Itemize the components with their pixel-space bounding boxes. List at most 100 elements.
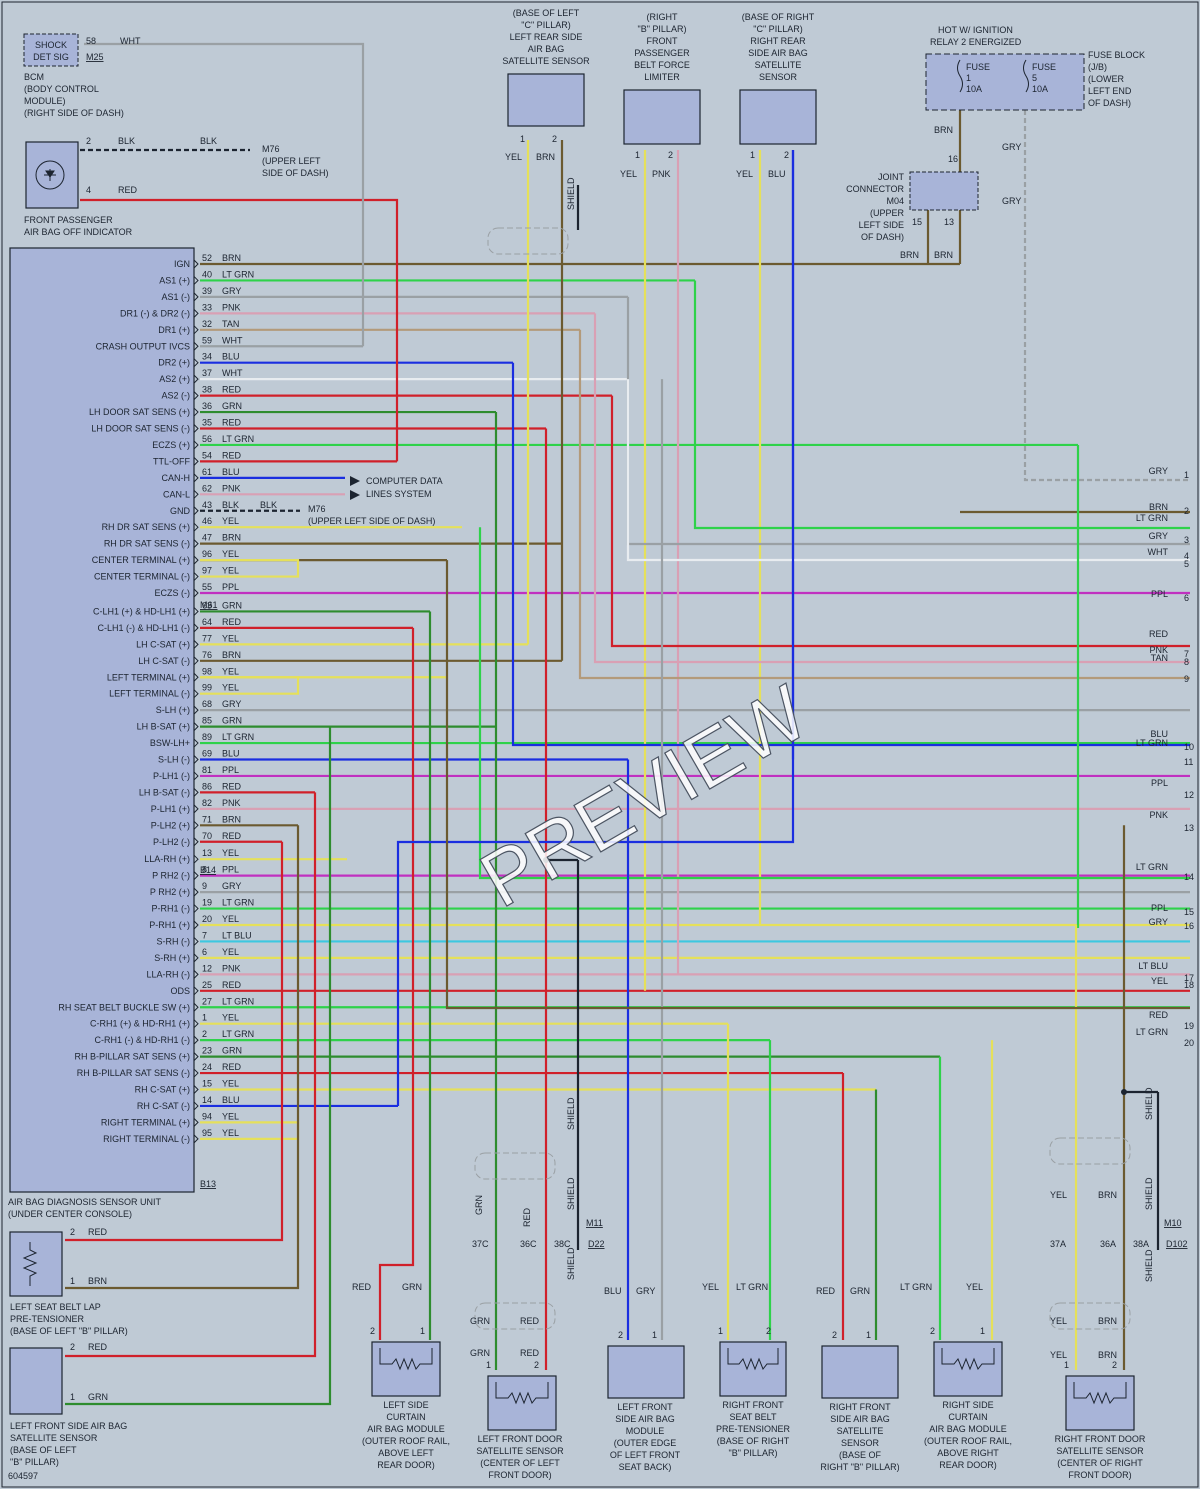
wire-color-label: YEL — [966, 1282, 983, 1292]
unit-pin-number: 43 — [202, 500, 212, 510]
component-title: (BASE OF LEFT "B" PILLAR) — [10, 1326, 128, 1336]
component-title: LEFT SEAT BELT LAP — [10, 1302, 101, 1312]
unit-wire-color: YEL — [222, 633, 239, 643]
m76-label: (UPPER LEFT — [262, 156, 321, 166]
connector-pin-icon — [193, 639, 199, 649]
unit-wire-color: YEL — [222, 516, 239, 526]
unit-pin-number: 98 — [202, 666, 212, 676]
component-title: SATELLITE SENSOR — [1056, 1446, 1144, 1456]
offpage-wire-label: GRY — [1149, 917, 1168, 927]
unit-pin-number: 86 — [202, 781, 212, 791]
unit-pin-name: C-RH1 (+) & HD-RH1 (+) — [90, 1019, 190, 1029]
pin-label: 1 — [520, 134, 525, 144]
connector-pin-icon — [193, 424, 199, 433]
connector-pin-icon — [193, 506, 199, 516]
offpage-number: 13 — [1184, 823, 1194, 833]
right-rear-sensor-title: SENSOR — [759, 72, 798, 82]
wire-color-label: RED — [522, 1207, 532, 1227]
unit-wire-color: GRN — [222, 401, 242, 411]
unit-pin-name: RH B-PILLAR SAT SENS (-) — [77, 1068, 190, 1078]
unit-wire-color: LT BLU — [222, 930, 252, 940]
offpage-wire-label: PPL — [1151, 778, 1168, 788]
unit-pin-number: 61 — [202, 467, 212, 477]
unit-pin-number: 94 — [202, 1111, 212, 1121]
connector-pin-icon — [193, 986, 199, 996]
wire-color-label: YEL — [505, 152, 522, 162]
component-title: FRONT DOOR) — [488, 1470, 551, 1480]
connector-pin-icon — [193, 920, 199, 930]
right-rear-side-sensor-box — [739, 89, 817, 145]
component-title: OF LEFT FRONT — [610, 1450, 681, 1460]
component-title: SATELLITE SENSOR — [10, 1433, 98, 1443]
wire-color-label: BRN — [934, 250, 953, 260]
bottom-component-box — [933, 1341, 1003, 1397]
wire — [610, 395, 1190, 648]
diode-icon — [44, 169, 56, 181]
component-title: REAR DOOR) — [939, 1460, 997, 1470]
offpage-wire-label: RED — [1149, 1010, 1169, 1020]
unit-wire-color: LT GRN — [222, 434, 254, 444]
offpage-number: 15 — [1184, 907, 1194, 917]
joint-label: JOINT — [878, 172, 905, 182]
offpage-wire-label: GRY — [1149, 531, 1168, 541]
unit-pin-number: 19 — [202, 898, 212, 908]
offpage-wire-label: YEL — [1151, 976, 1168, 986]
wire-color-label: BRN — [934, 125, 953, 135]
connector-id: D102 — [1166, 1239, 1188, 1249]
unit-pin-number: 14 — [202, 1095, 212, 1105]
unit-pin-name: C-LH1 (-) & HD-LH1 (-) — [97, 623, 190, 633]
unit-pin-number: 99 — [202, 683, 212, 693]
connector-pin-icon — [193, 1019, 199, 1029]
connector-pin-icon — [193, 341, 199, 351]
unit-pin-name: RH B-PILLAR SAT SENS (+) — [75, 1052, 190, 1062]
joint-pin: 16 — [948, 154, 958, 164]
offpage-number: 9 — [1184, 674, 1189, 684]
unit-pin-number: 38 — [202, 385, 212, 395]
left-rear-sensor-title: "C" PILLAR) — [521, 20, 570, 30]
unit-pin-name: ECZS (+) — [152, 440, 190, 450]
shield-label: SHIELD — [566, 1097, 576, 1130]
unit-pin-number: 55 — [202, 582, 212, 592]
component-title: ABOVE LEFT — [378, 1448, 434, 1458]
unit-pin-number: 97 — [202, 566, 212, 576]
wire — [378, 627, 415, 1340]
component-title: (BASE OF — [839, 1450, 882, 1460]
unit-pin-number: 8 — [202, 865, 207, 875]
unit-pin-name: LH C-SAT (-) — [138, 656, 190, 666]
wire-color-label: RED — [816, 1286, 836, 1296]
connector-id: M11 — [586, 1218, 603, 1228]
unit-pin-number: 35 — [202, 418, 212, 428]
unit-pin-name: S-LH (+) — [156, 705, 190, 715]
connector-pin-icon — [193, 722, 199, 731]
bottom-component-box — [487, 1375, 557, 1431]
unit-pin-number: 33 — [202, 302, 212, 312]
offpage-wire-label: TAN — [1151, 653, 1168, 663]
offpage-number: 16 — [1184, 921, 1194, 931]
pin-label: 2 — [1112, 1360, 1117, 1370]
fuse-block-label: OF DASH) — [1088, 98, 1131, 108]
offpage-wire-label: LT GRN — [1136, 513, 1168, 523]
belt-force-limiter-title: "B" PILLAR) — [638, 24, 687, 34]
cdls-label: COMPUTER DATA — [366, 476, 443, 486]
joint-label: OF DASH) — [861, 232, 904, 242]
wire-color-label: BRN — [900, 250, 919, 260]
fuse-block-label: (J/B) — [1088, 62, 1107, 72]
squib-resistor-icon — [727, 1348, 779, 1371]
wire-color-label: BLU — [604, 1286, 622, 1296]
wire-color-label: BLK — [260, 500, 277, 510]
unit-pin-number: 62 — [202, 483, 212, 493]
component-title: RIGHT "B" PILLAR) — [820, 1462, 899, 1472]
unit-pin-name: C-RH1 (-) & HD-RH1 (-) — [95, 1035, 191, 1045]
unit-pin-name: CAN-H — [162, 473, 191, 483]
unit-pin-name: BSW-LH+ — [150, 738, 190, 748]
wire — [200, 676, 300, 695]
unit-pin-number: 24 — [202, 1062, 212, 1072]
shield-oval — [474, 1302, 556, 1330]
unit-wire-color: WHT — [222, 335, 243, 345]
component-title: LEFT SIDE — [383, 1400, 428, 1410]
wire-color-label: YEL — [1050, 1350, 1067, 1360]
connector-pin-icon — [193, 738, 199, 748]
connector-pin-icon — [193, 308, 199, 318]
wire — [84, 42, 365, 347]
arrow-icon — [350, 476, 360, 500]
